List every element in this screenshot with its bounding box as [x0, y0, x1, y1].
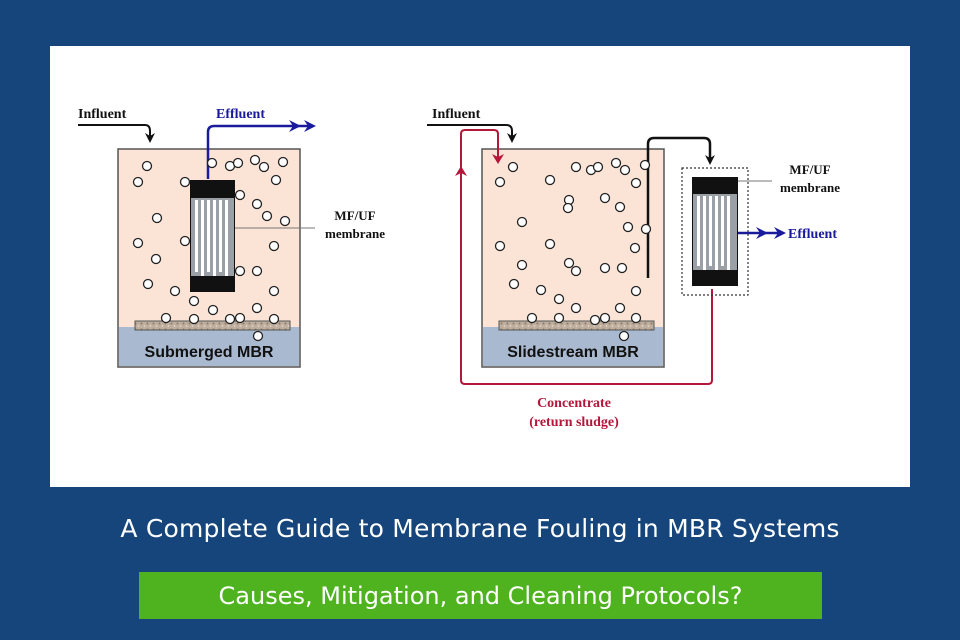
submerged-mbr-diagram: Influent Effluent MF/UF membrane Submerg…	[78, 107, 385, 368]
influent-arrow-right	[427, 124, 517, 143]
effluent-label-left: Effluent	[216, 107, 265, 122]
membrane-module-left	[190, 180, 235, 292]
membrane-module-right	[692, 177, 738, 286]
mbr-diagram: Influent Effluent MF/UF membrane Submerg…	[78, 107, 840, 430]
concentrate-return-line	[455, 166, 713, 385]
tank-base-right	[483, 327, 663, 366]
diagram-panel: Influent Effluent MF/UF membrane Submerg…	[50, 46, 910, 487]
membrane-label-right-2: membrane	[780, 180, 840, 195]
subtitle-text: Causes, Mitigation, and Cleaning Protoco…	[218, 581, 743, 610]
subtitle-banner: Causes, Mitigation, and Cleaning Protoco…	[139, 572, 822, 619]
influent-label-right: Influent	[432, 107, 481, 122]
diffuser-left	[134, 320, 291, 331]
influent-arrow-left	[78, 124, 155, 143]
effluent-label-right: Effluent	[788, 227, 837, 242]
membrane-label-left-2: membrane	[325, 226, 385, 241]
membrane-label-right-1: MF/UF	[789, 162, 830, 177]
tank-base-left	[119, 327, 299, 366]
effluent-arrow-left	[206, 120, 301, 179]
slidestream-mbr-diagram: Influent MF/UF membrane Effluent Slidest…	[427, 107, 840, 430]
bubbles-right	[494, 157, 652, 342]
bubbles-left	[132, 154, 291, 342]
feed-pipe	[646, 136, 715, 278]
concentrate-label-2: (return sludge)	[529, 415, 619, 430]
tank-label-right: Slidestream MBR	[507, 344, 639, 361]
membrane-label-left-1: MF/UF	[334, 208, 375, 223]
module-enclosure	[681, 167, 749, 296]
tank-label-left: Submerged MBR	[145, 344, 274, 361]
influent-label-left: Influent	[78, 107, 127, 122]
headline: A Complete Guide to Membrane Fouling in …	[120, 514, 840, 543]
diffuser-right	[498, 320, 655, 331]
concentrate-label-1: Concentrate	[537, 396, 611, 411]
